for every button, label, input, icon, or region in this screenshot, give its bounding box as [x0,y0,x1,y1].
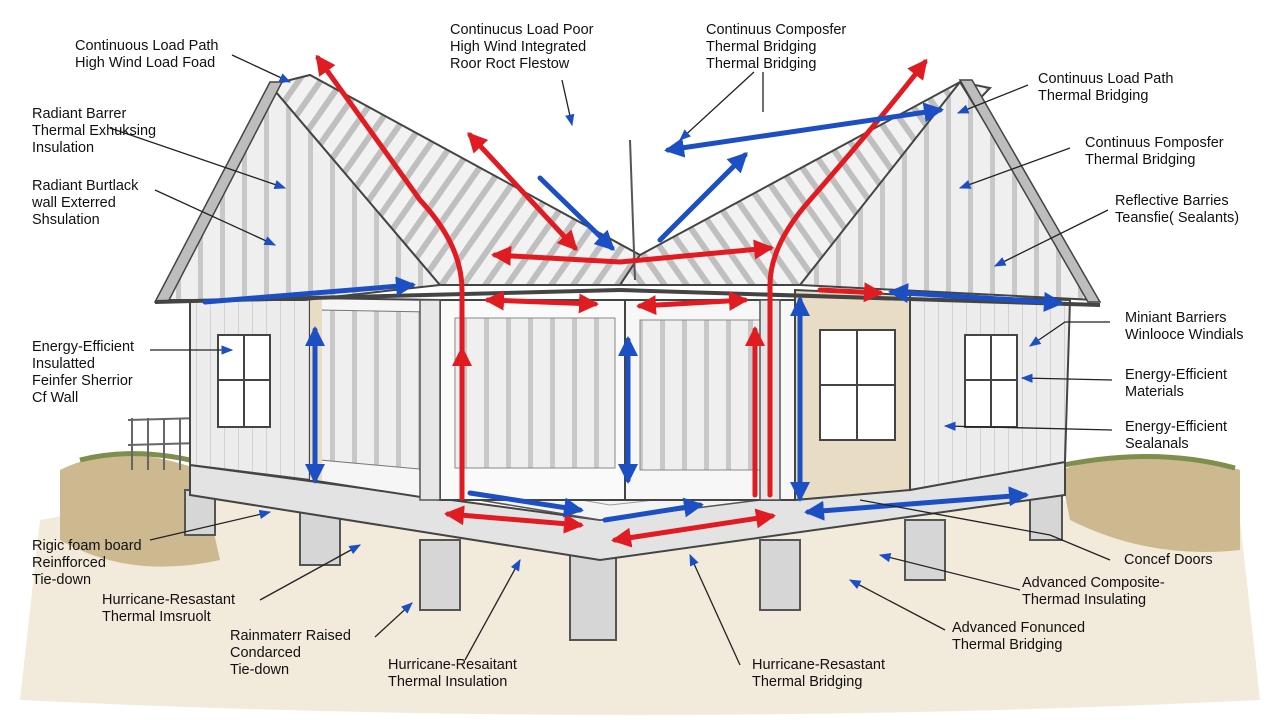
label-right-1: Continuus Load Path Thermal Bridging [1038,71,1174,104]
label-left-2: Radiant Burtlack wall Exterred Shsulatio… [32,178,139,228]
label-bottom-left-1: Hurricane-Resastant Thermal Imsruolt [102,592,235,625]
label-top-center: Continucus Load Poor High Wind Integrate… [450,22,594,72]
red-arrow [315,54,465,501]
blue-arrow [202,276,416,305]
label-bottom-left-2: Rainmaterr Raised Condarced Tie-down [230,628,351,678]
label-bottom-center-2: Hurricane-Resastant Thermal Bridging [752,657,885,690]
roof [153,73,1102,307]
red-arrow [444,505,584,534]
label-left-4: Rigic foam board Reinfforced Tie-down [32,538,142,588]
label-right-7: Concef Doors [1124,552,1213,568]
blue-arrow [804,486,1029,521]
label-right-2: Continuus Fomposfer Thermal Bridging [1085,135,1224,168]
label-right-4: Miniant Barriers Winlooce Windials [1125,310,1244,343]
blue-arrow [467,490,584,518]
label-right-6: Energy-Efficient Sealanals [1125,419,1228,452]
red-arrow [611,508,776,548]
windows [217,329,1018,441]
blue-arrow [602,497,704,523]
red-arrow [817,282,884,303]
label-top-right: Continuus Composfer Thermal Bridging The… [706,22,847,72]
label-right-3: Reflective Barries Teansfie( Sealants) [1115,193,1240,226]
blue-arrow [537,175,615,251]
blue-arrow [664,102,944,158]
foundation-piers [184,489,1063,641]
porch-railing [127,417,201,470]
label-right-8: Advanced Composite- Thermad Insulating [1022,575,1165,608]
leader-lines [109,54,1113,666]
red-arrow [491,239,774,266]
red-arrow [467,132,578,251]
label-left-1: Radiant Barrer Thermal Exhuksing Insulat… [32,106,157,156]
label-top-left: Continuous Load Path High Wind Load Foad [75,38,219,71]
label-bottom-center-1: Hurricane-Resaitant Thermal Insulation [388,657,517,690]
blue-arrow [888,283,1064,312]
red-arrow [484,290,599,314]
label-left-3: Energy-Efficient Insulatted Feinfer Sher… [32,339,135,406]
center-room [419,299,796,501]
red-arrow [636,290,749,316]
cool-flow-arrows [202,102,1064,523]
label-right-9: Advanced Fonunced Thermal Bridging [952,620,1086,653]
heat-flow-arrows [315,54,928,548]
label-right-5: Energy-Efficient Materials [1125,367,1228,400]
blue-arrow [657,152,748,243]
